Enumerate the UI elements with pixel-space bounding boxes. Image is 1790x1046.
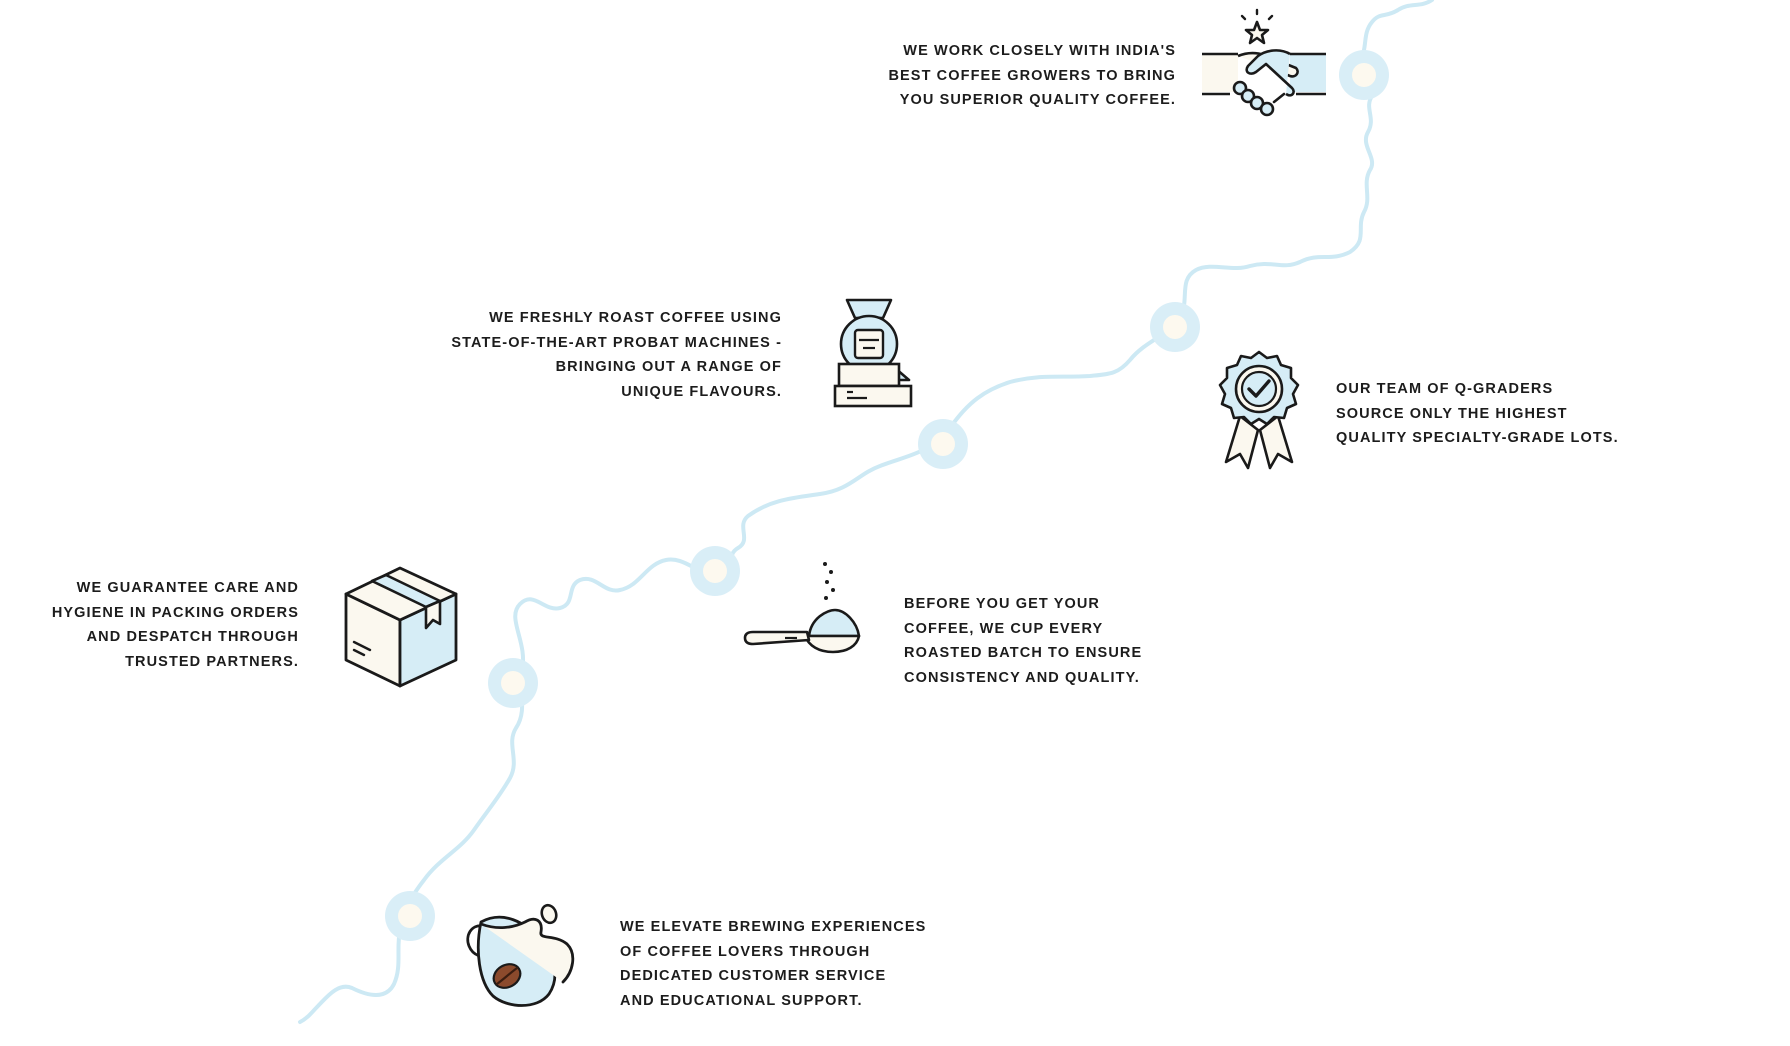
coffee-cup-splash-icon [466,903,575,1007]
milestone-marker [385,891,435,941]
cupping-spoon-icon [743,562,861,654]
milestone-marker [690,546,740,596]
milestone-marker [488,658,538,708]
quality-badge-icon [1218,350,1300,470]
step-growers-text: WE WORK CLOSELY WITH INDIA'S BEST COFFEE… [888,43,1176,109]
step-q-graders-text: OUR TEAM OF Q-GRADERS SOURCE ONLY THE HI… [1336,381,1619,447]
step-roasting-text: WE FRESHLY ROAST COFFEE USING STATE-OF-T… [451,310,782,401]
step-brewing-text: WE ELEVATE BREWING EXPERIENCES OF COFFEE… [620,919,927,1010]
milestone-marker [918,419,968,469]
package-box-icon [344,566,458,688]
handshake-icon [1202,8,1326,117]
milestone-marker [1339,50,1389,100]
step-cupping-text: BEFORE YOU GET YOUR COFFEE, WE CUP EVERY… [904,596,1143,687]
roaster-machine-icon [833,298,913,408]
step-packing-text: WE GUARANTEE CARE AND HYGIENE IN PACKING… [51,580,299,671]
milestone-marker [1150,302,1200,352]
